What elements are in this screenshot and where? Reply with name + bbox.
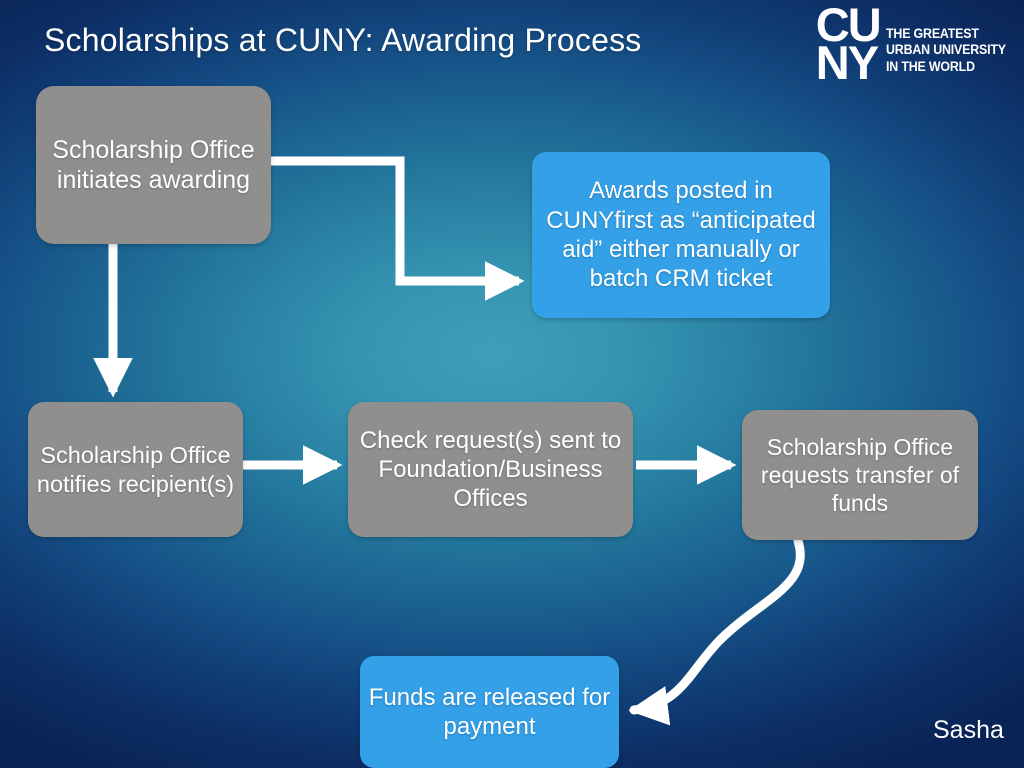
flow-node-check-request[interactable]: Check request(s) sent to Foundation/Busi… xyxy=(348,402,633,537)
cuny-tagline-line2: URBAN UNIVERSITY xyxy=(885,42,1006,58)
flow-node-initiates[interactable]: Scholarship Office initiates awarding xyxy=(36,86,271,244)
cuny-logo: CU NY THE GREATEST URBAN UNIVERSITY IN T… xyxy=(815,0,1016,89)
flow-node-funds-released[interactable]: Funds are released for payment xyxy=(360,656,619,768)
edge-transfer-to-funds xyxy=(628,536,805,726)
flow-node-check-request-label: Check request(s) sent to Foundation/Busi… xyxy=(359,426,622,513)
edge-initiates-to-awards xyxy=(266,156,525,301)
edge-notifies-to-check xyxy=(228,445,343,485)
flow-node-initiates-label: Scholarship Office initiates awarding xyxy=(52,135,255,195)
cuny-logo-line1: CU xyxy=(815,0,882,51)
flow-node-transfer-funds[interactable]: Scholarship Office requests transfer of … xyxy=(742,410,978,540)
author-signature: Sasha xyxy=(933,716,1004,744)
flow-node-funds-released-label: Funds are released for payment xyxy=(368,683,611,740)
flow-node-notifies-label: Scholarship Office notifies recipient(s) xyxy=(36,441,235,497)
flow-node-awards[interactable]: Awards posted in CUNYfirst as “anticipat… xyxy=(532,152,830,318)
cuny-logo-tagline: THE GREATEST URBAN UNIVERSITY IN THE WOR… xyxy=(886,26,1006,75)
cuny-tagline-line3: IN THE WORLD xyxy=(885,58,975,74)
flow-node-notifies[interactable]: Scholarship Office notifies recipient(s) xyxy=(28,402,243,537)
page-title: Scholarships at CUNY: Awarding Process xyxy=(44,22,642,58)
cuny-logo-line2: NY xyxy=(815,35,879,89)
cuny-tagline-line1: THE GREATEST xyxy=(885,26,979,41)
flow-node-awards-label: Awards posted in CUNYfirst as “anticipat… xyxy=(546,177,816,293)
cuny-logo-letters: CU NY xyxy=(815,0,882,89)
flow-node-transfer-funds-label: Scholarship Office requests transfer of … xyxy=(760,433,960,517)
